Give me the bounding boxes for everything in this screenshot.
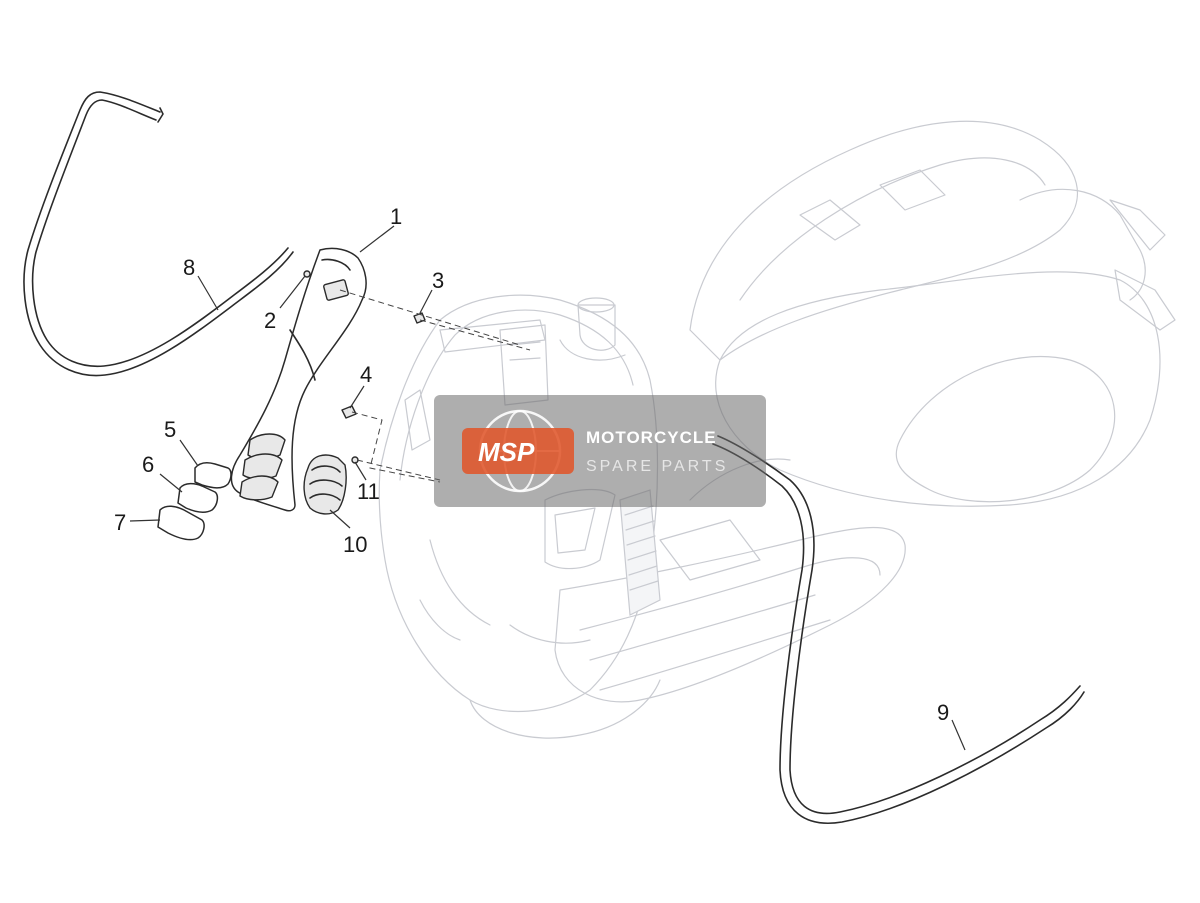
msp-logo-badge bbox=[462, 428, 574, 474]
callout-11: 11 bbox=[357, 479, 380, 504]
msp-logo-text: MSP bbox=[478, 437, 535, 467]
callout-8: 8 bbox=[183, 255, 195, 280]
callouts: 1 2 3 4 5 6 7 8 9 10 11 bbox=[114, 204, 949, 725]
grille-insert-part-10 bbox=[303, 454, 347, 515]
callout-4: 4 bbox=[360, 362, 372, 387]
center-cover-part-1 bbox=[230, 247, 367, 512]
callout-5: 5 bbox=[164, 417, 176, 442]
watermark: MSP MOTORCYCLE SPARE PARTS bbox=[434, 395, 766, 507]
badge-part-7 bbox=[157, 505, 205, 541]
callout-10: 10 bbox=[343, 532, 367, 557]
watermark-line-2: SPARE PARTS bbox=[586, 458, 728, 475]
callout-7: 7 bbox=[114, 510, 126, 535]
fastener-part-2 bbox=[303, 270, 311, 278]
callout-6: 6 bbox=[142, 452, 154, 477]
watermark-line-1: MOTORCYCLE bbox=[586, 428, 717, 447]
callout-2: 2 bbox=[264, 308, 276, 333]
trim-molding-part-9 bbox=[712, 435, 1085, 824]
assembly-guides bbox=[339, 289, 531, 483]
callout-1: 1 bbox=[390, 204, 402, 229]
badge-part-6 bbox=[177, 482, 219, 513]
callout-9: 9 bbox=[937, 700, 949, 725]
badge-part-5 bbox=[194, 462, 232, 489]
vent-grille-dots bbox=[624, 505, 659, 591]
watermark-box bbox=[434, 395, 766, 507]
clip-part-4 bbox=[341, 405, 357, 419]
leader-lines bbox=[129, 225, 966, 751]
trim-molding-part-8 bbox=[23, 91, 294, 377]
callout-3: 3 bbox=[432, 268, 444, 293]
scooter-body-ghost bbox=[378, 120, 1176, 739]
